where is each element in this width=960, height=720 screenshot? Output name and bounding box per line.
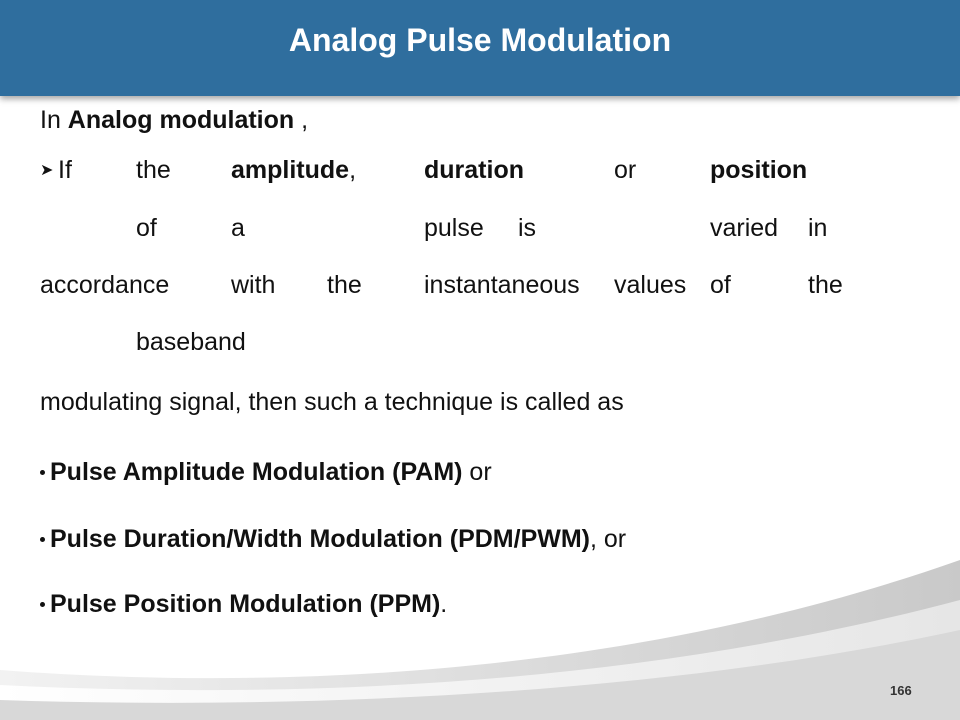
row1-word3-bold: amplitude bbox=[231, 156, 350, 184]
dot-bullet-icon bbox=[40, 537, 45, 542]
bullet-bold: Pulse Position Modulation (PPM) bbox=[50, 590, 441, 618]
bullet-suffix: or bbox=[462, 458, 492, 486]
dot-bullet-icon bbox=[40, 470, 45, 475]
slide-title: Analog Pulse Modulation bbox=[288, 22, 672, 58]
row1-word6: position bbox=[710, 156, 808, 184]
footer-wave bbox=[0, 560, 960, 720]
row2-word6: in bbox=[808, 214, 828, 242]
bullet-suffix: . bbox=[440, 590, 448, 618]
row4-word1: baseband bbox=[136, 328, 246, 356]
row3-word3: the bbox=[327, 271, 362, 299]
row3-word1: accordance bbox=[40, 271, 170, 299]
row5-line: modulating signal, then such a technique… bbox=[40, 388, 624, 416]
title-bar: Analog Pulse Modulation bbox=[0, 0, 960, 96]
row2-word4: is bbox=[518, 214, 537, 242]
row1-word5: or bbox=[614, 156, 637, 184]
bullet-item: Pulse Amplitude Modulation (PAM) or bbox=[50, 457, 492, 487]
row2-word3: pulse bbox=[424, 214, 484, 242]
row1-word2: the bbox=[136, 156, 171, 184]
row1-word4: duration bbox=[424, 156, 524, 184]
row3-word5: values bbox=[614, 271, 687, 299]
arrow-bullet-icon: ➤ bbox=[40, 162, 54, 179]
dot-bullet-icon bbox=[40, 602, 45, 607]
row3-word4: instantaneous bbox=[424, 271, 580, 299]
bullet-item: Pulse Duration/Width Modulation (PDM/PWM… bbox=[50, 524, 626, 554]
row2-word2: a bbox=[231, 214, 245, 242]
row2-word1: of bbox=[136, 214, 157, 242]
bullet-item: Pulse Position Modulation (PPM). bbox=[50, 589, 447, 619]
row1-word3-suffix: , bbox=[349, 156, 357, 184]
row2-word5: varied bbox=[710, 214, 779, 242]
row1-word3: amplitude, bbox=[231, 155, 356, 185]
row3-word6: of bbox=[710, 271, 731, 299]
intro-suffix: , bbox=[294, 106, 309, 134]
intro-prefix: In bbox=[40, 106, 68, 134]
bullet-bold: Pulse Duration/Width Modulation (PDM/PWM… bbox=[50, 525, 590, 553]
row1-word1: If bbox=[58, 156, 72, 184]
bullet-suffix: , or bbox=[590, 525, 627, 553]
row3-word7: the bbox=[808, 271, 843, 299]
intro-bold: Analog modulation bbox=[67, 106, 295, 134]
page-number: 166 bbox=[890, 683, 912, 698]
intro-line: In Analog modulation , bbox=[40, 105, 308, 135]
bullet-bold: Pulse Amplitude Modulation (PAM) bbox=[50, 458, 463, 486]
row3-word2: with bbox=[231, 271, 276, 299]
